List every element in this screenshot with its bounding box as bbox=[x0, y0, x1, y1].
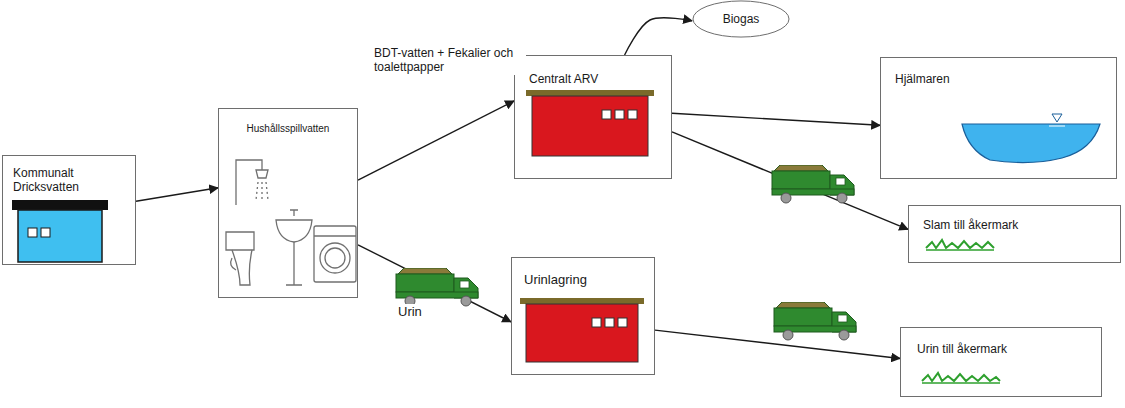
recipient-box: Hjälmaren bbox=[880, 57, 1117, 179]
flow-arrow bbox=[672, 113, 880, 125]
flow-label: BDT-vatten + Fekalier och toalettpapper bbox=[372, 46, 526, 75]
output-ellipse: Biogas bbox=[692, 0, 790, 38]
flow-arrow bbox=[655, 330, 900, 358]
node-label: Hjälmaren bbox=[895, 72, 1095, 86]
supply-box: Kommunalt Dricksvatten bbox=[2, 155, 136, 265]
node-label: Urinlagring bbox=[524, 272, 644, 288]
flow-arrow bbox=[625, 18, 692, 55]
truck bbox=[772, 165, 854, 203]
node-label: Kommunalt Dricksvatten bbox=[13, 166, 101, 195]
flow-arrow bbox=[136, 188, 218, 201]
treatment-plant-building bbox=[526, 90, 654, 156]
node-label: Hushållsspillvatten bbox=[224, 123, 352, 135]
process-box: Centralt ARV bbox=[514, 55, 672, 179]
recipient-box: Slam till åkermark bbox=[908, 205, 1121, 263]
flow-arrow bbox=[358, 245, 511, 322]
truck bbox=[774, 302, 856, 340]
process-box: Urinlagring bbox=[511, 257, 655, 375]
household-box: Hushållsspillvatten bbox=[218, 108, 358, 298]
urine-storage-building bbox=[520, 298, 644, 362]
node-label: Biogas bbox=[723, 12, 760, 26]
household-fixtures bbox=[226, 160, 356, 285]
recipient-box: Urin till åkermark bbox=[900, 327, 1102, 397]
node-label: Urin till åkermark bbox=[917, 342, 1087, 356]
flow-arrow bbox=[358, 101, 514, 180]
water-building bbox=[12, 200, 108, 262]
node-label: Centralt ARV bbox=[529, 72, 659, 86]
flow-label: Urin bbox=[396, 304, 424, 320]
flow-arrow bbox=[672, 132, 908, 229]
node-label: Slam till åkermark bbox=[923, 218, 1108, 232]
grass bbox=[922, 240, 1000, 383]
lake bbox=[962, 114, 1100, 163]
truck bbox=[396, 268, 478, 306]
